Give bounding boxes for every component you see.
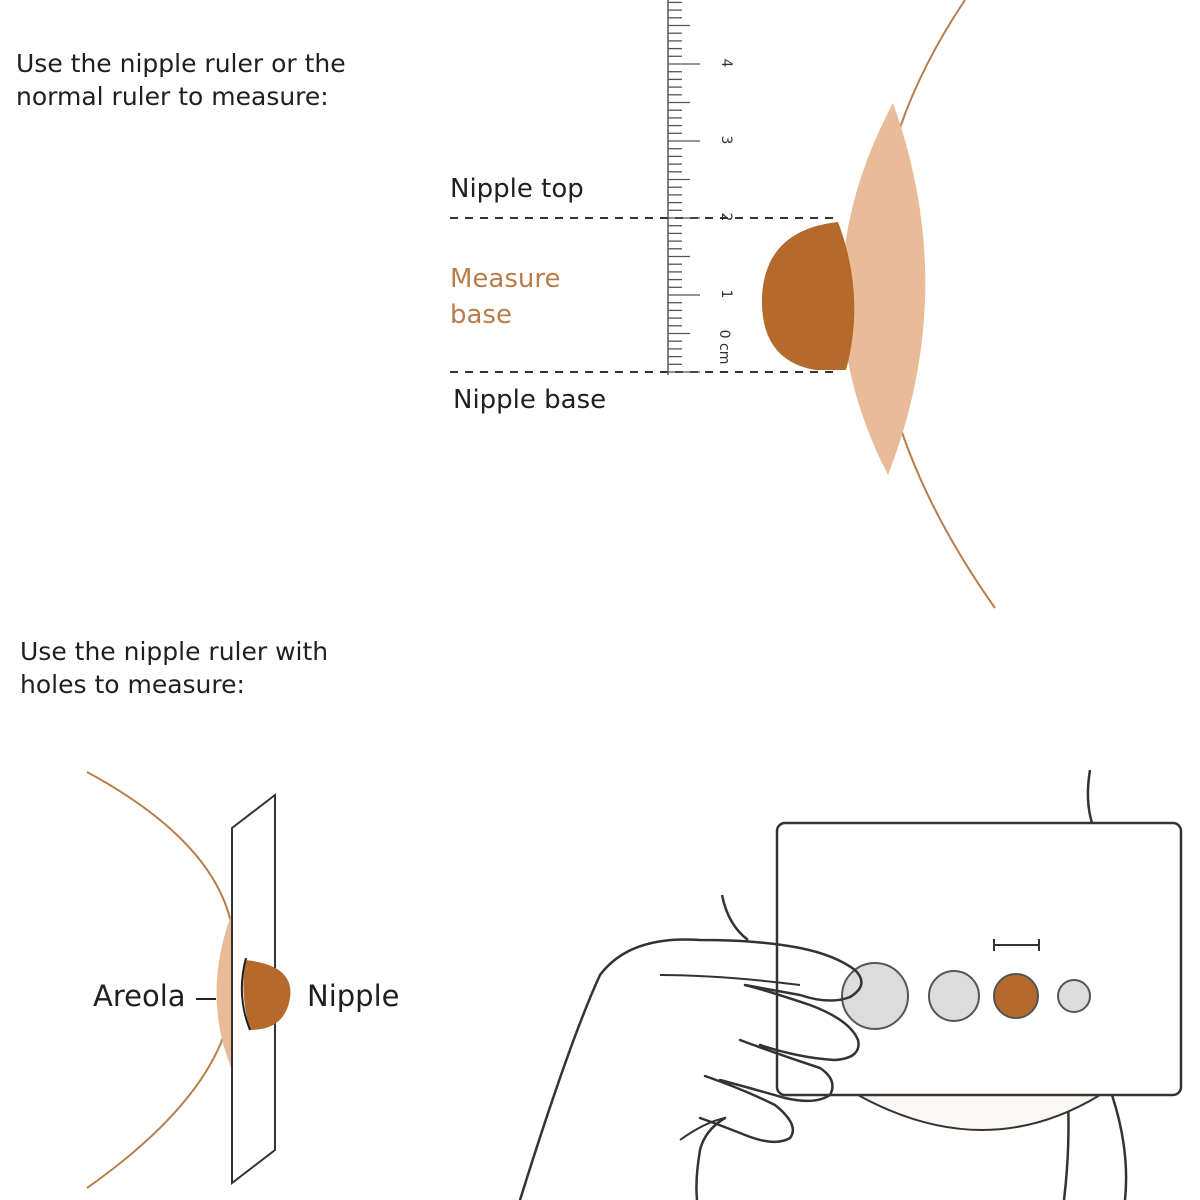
areola-side xyxy=(216,910,233,1072)
ruler xyxy=(668,1,700,373)
breast-under-card xyxy=(857,1094,1104,1131)
ruler-label-1: 1 xyxy=(718,290,734,299)
measure-base-label: Measure base xyxy=(450,264,561,330)
areola-shape xyxy=(841,103,926,475)
ruler-label-2: 2 xyxy=(718,213,734,222)
nipple-top-label: Nipple top xyxy=(450,174,584,204)
body-outline-lower-right xyxy=(1110,1094,1128,1200)
nipple-shape xyxy=(761,222,855,370)
nipple-side xyxy=(243,960,291,1030)
ruler-label-4: 4 xyxy=(718,59,734,68)
hole-medium xyxy=(928,970,980,1022)
body-outline-right xyxy=(1086,769,1094,824)
hand-thumb-base xyxy=(720,894,749,941)
hole-small xyxy=(1057,979,1091,1013)
ruler-label-0: 0 cm xyxy=(716,330,732,365)
ruler-label-3: 3 xyxy=(718,136,734,145)
hand-finger-line xyxy=(659,974,801,986)
hole-large xyxy=(841,962,909,1030)
areola-label: Areola xyxy=(93,979,186,1013)
hand-outline xyxy=(518,938,863,1200)
hand-wrist-line xyxy=(679,1117,726,1141)
holes-method-heading: Use the nipple ruler with holes to measu… xyxy=(20,637,329,699)
nipple-label: Nipple xyxy=(307,979,400,1013)
body-outline-lower xyxy=(1062,1099,1070,1200)
hole-fitted xyxy=(993,973,1039,1019)
ruler-method-heading: Use the nipple ruler or the normal ruler… xyxy=(16,49,346,111)
hole-edge xyxy=(240,957,251,1031)
nipple-base-label: Nipple base xyxy=(453,385,607,415)
